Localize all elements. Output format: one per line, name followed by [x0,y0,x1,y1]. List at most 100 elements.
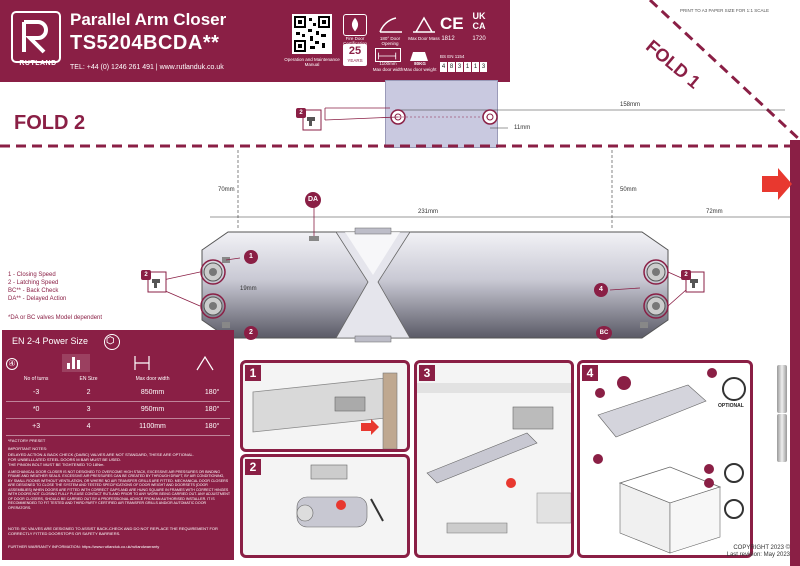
direction-arrow-icon [762,168,792,200]
door-mass-icon [410,14,438,36]
qr-caption: Operation and Maintenance Manual [284,57,340,67]
contact-info: TEL: +44 (0) 1246 261 491 | www.rutlandu… [70,64,224,71]
dim-19: 19mm [240,286,257,292]
ce-mark-icon: CE [440,14,464,33]
dim-50: 50mm [620,187,637,193]
door-opening-icon [376,14,406,36]
fold-2-label: FOLD 2 [14,112,86,134]
table-row: +3 4 1100mm 180° [6,418,230,436]
legend-note: *DA or BC valves Model dependent [8,315,103,321]
legend-item: BC** - Back Check [8,288,59,295]
header-banner: RUTLAND Parallel Arm Closer TS5204BCDA**… [0,0,510,82]
power-size-panel: EN 2-4 Power Size ④ No of turns EN Size … [2,330,234,560]
dim-158: 158mm [620,102,641,108]
note-line: NOTE: BC VALVES ARE DESIGNED TO ASSIST B… [8,526,218,536]
max-width-icon [375,48,401,62]
door-width-icon [132,354,152,372]
revision-line: Last revision: May 2023 [726,552,790,559]
step-4-panel: 4 OPTIONAL [577,360,753,558]
max-width-value: 1100mm [379,61,397,66]
badge-da: DA [305,192,321,208]
years-value: 25 [348,45,362,57]
model-number: TS5204BCDA** [70,32,220,54]
col-angle [194,374,230,384]
badge-bc: BC [596,326,612,340]
max-weight-caption: Max door weight [403,67,437,72]
note-paragraph: A MECHANICAL DOOR CLOSER IS NOT DESIGNED… [8,470,230,510]
product-title: Parallel Arm Closer [70,10,227,29]
max-weight-value: 80KG [414,61,426,66]
door-mass-caption: Max Door Mass [408,36,440,41]
hinge-bottom [777,414,787,462]
badge-latching-speed: 2 [244,326,258,340]
factory-preset: *FACTORY PRESET [8,438,46,443]
badge-drill-left: 2 [141,270,151,280]
rutland-logo-icon [11,11,61,63]
years-label: YEARS [347,58,363,63]
copyright-line: COPYRIGHT 2023 © [733,545,790,551]
table-row: -3 2 850mm 180° [6,384,230,402]
adjust-minus-icon [724,463,744,483]
col-en-size: EN Size [79,376,98,382]
standard-code: 4 8 3 1 1 3 [440,62,487,72]
badge-4: 4 [594,283,608,297]
optional-adjust-icon [722,377,746,401]
door-opening-caption: 180° Door Opening [379,36,401,46]
dim-11: 11mm [514,125,531,131]
dim-70: 70mm [218,187,235,193]
step-3-illustration [417,383,571,534]
dim-72: 72mm [706,209,723,215]
table-row: *0 3 950mm 180° [6,401,230,419]
step-1-illustration [252,372,398,449]
mounting-plate [385,80,498,148]
important-heading: IMPORTANT NOTES: [8,446,48,451]
badge-drill-right: 2 [681,270,691,280]
badge-closing-speed: 1 [244,250,258,264]
col-max-width: Max door width [135,376,170,382]
legend-item: 1 - Closing Speed [8,272,56,278]
warranty-note: FURTHER WARRANTY INFORMATION: https://ww… [8,544,160,549]
ce-number: 1812 [441,36,455,42]
valve-legend: 1 - Closing Speed 2 - Latching Speed BC*… [8,271,66,303]
optional-label: OPTIONAL [718,403,744,409]
step-3-number: 3 [419,365,435,381]
step-3-panel: 3 [414,360,574,558]
hinge-top [777,365,787,413]
adjust-nut-icon [104,334,120,350]
note-line: FOR UNBELLLATED STEEL DOORS M BAR MUST B… [8,457,122,462]
power-title: EN 2-4 Power Size [12,336,89,346]
opening-angle-icon [195,354,215,372]
step-4-illustration [593,368,722,554]
years-warranty-icon: 25 YEARS [343,44,367,66]
turns-icon: ④ [6,358,18,370]
step-2-illustration [296,464,384,528]
step-1-panel: 1 [240,360,410,452]
step-2-number: 2 [245,459,261,475]
power-table: No of turns EN Size Max door width -3 2 … [6,374,230,436]
col-turns: No of turns [23,376,49,382]
qr-code-icon [292,14,332,54]
ukca-number: 1720 [472,36,486,42]
step-4-number: 4 [582,365,598,381]
legend-item: 2 - Latching Speed [8,280,59,287]
fold-1-label: FOLD 1 [642,36,705,93]
copyright: COPYRIGHT 2023 © Last revision: May 2023 [690,545,790,559]
adjust-plus-icon [724,499,744,519]
fire-door-caption: Fire Door Certification [343,36,367,46]
door-edge-bar [790,140,800,566]
dim-231: 231mm [418,209,439,215]
brand-name: RUTLAND [19,60,57,67]
step-1-number: 1 [245,365,261,381]
fire-door-icon [343,14,367,36]
en-size-icon [62,354,90,372]
weight-icon [408,48,430,62]
step-2-panel: 2 [240,454,410,558]
note-line: THE PINION BOLT MUST BE TIGHTENED TO 18N… [8,462,105,467]
legend-item: DA** - Delayed Action [8,296,67,303]
note-line: DELAYED ACTION & BACK CHECK (DA/BC) VALV… [8,452,194,457]
badge-drill-top: 2 [296,108,306,118]
standard-label: BS EN 1154 [440,54,465,59]
print-note: PRINT TO A3 PAPER SIZE FOR 1:1 SCALE [680,8,769,13]
max-width-caption: Max door width [372,67,404,72]
